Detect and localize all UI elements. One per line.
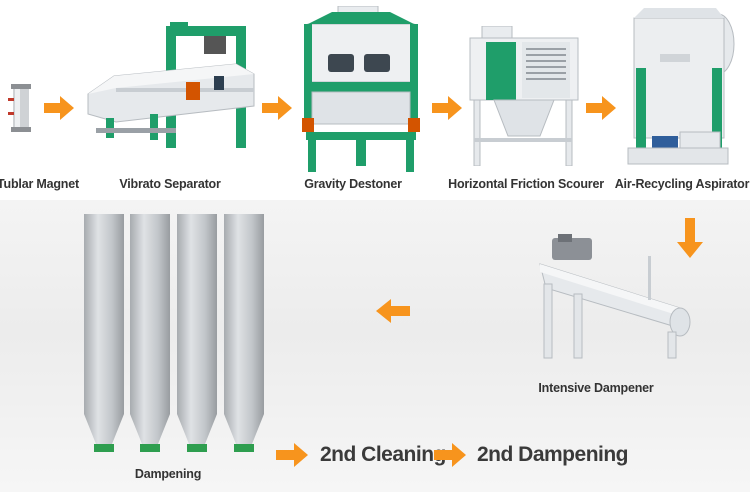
step-label-horizontal-friction-scourer: Horizontal Friction Scourer	[448, 177, 604, 191]
arrow-left	[376, 299, 410, 323]
silo-3	[177, 214, 217, 452]
vibrato-separator-image	[86, 22, 262, 150]
horizontal-friction-scourer-image	[464, 26, 582, 166]
dampening-silos-image	[80, 214, 272, 456]
step-label-air-recycling-aspirator: Air-Recycling Aspirator	[614, 177, 750, 191]
arrow-right-5	[276, 443, 308, 467]
arrow-right-6	[434, 443, 466, 467]
arrow-right-4	[586, 96, 616, 120]
intensive-dampener-label: Intensive Dampener	[538, 381, 654, 395]
arrow-right-3	[432, 96, 462, 120]
dampening-label: Dampening	[134, 467, 202, 481]
step-label-tublar-magnet: Tublar Magnet	[0, 177, 79, 191]
gravity-destoner-image	[298, 6, 424, 172]
arrow-right-2	[262, 96, 292, 120]
second-cleaning-label: 2nd Cleaning	[320, 443, 446, 466]
silo-1	[84, 214, 124, 452]
silo-2	[130, 214, 170, 452]
step-label-gravity-destoner: Gravity Destoner	[304, 177, 402, 191]
second-dampening-label: 2nd Dampening	[477, 443, 629, 466]
silo-4	[224, 214, 264, 452]
arrow-right-1	[44, 96, 74, 120]
tublar-magnet-image	[6, 84, 36, 132]
lower-background-panel	[0, 200, 750, 492]
intensive-dampener-image	[530, 234, 696, 362]
step-label-vibrato-separator: Vibrato Separator	[119, 177, 221, 191]
air-recycling-aspirator-image	[620, 8, 746, 168]
arrow-down	[677, 218, 703, 258]
